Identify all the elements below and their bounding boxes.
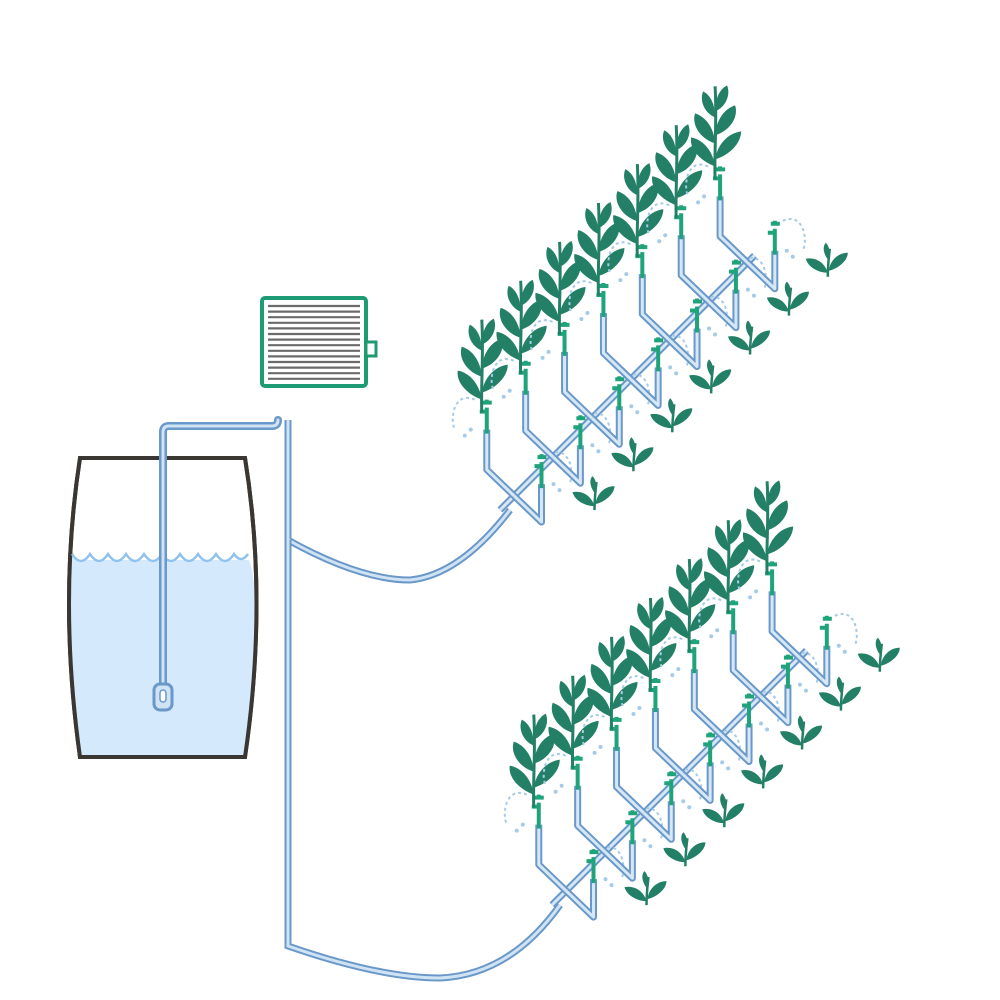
water-drop-icon (756, 690, 781, 732)
water-drop-icon (704, 295, 729, 337)
water-drop-icon (549, 451, 573, 493)
dripper-stake-icon (557, 321, 570, 356)
dripper-stake-icon (648, 677, 661, 712)
water-drop-icon (685, 163, 709, 205)
leaf-plant-icon (741, 478, 795, 576)
water-drop-icon (503, 791, 528, 833)
branch-pipe-left (535, 824, 569, 894)
dripper-stake-icon (728, 259, 741, 294)
dripper-stake-icon (531, 794, 544, 829)
upper-drip-manifold (451, 83, 850, 526)
dripper-stake-icon (819, 615, 832, 650)
water-drop-icon (568, 280, 592, 321)
water-drop-icon (834, 613, 858, 654)
water-drop-icon (665, 334, 690, 376)
dripper-stake-icon (518, 360, 531, 395)
branch-pipe-left (638, 274, 673, 343)
dripper-stake-icon (767, 220, 780, 255)
water-drop-icon (451, 396, 476, 438)
water-drop-icon (737, 558, 761, 600)
water-drop-icon (678, 768, 703, 810)
branch-pipe-right (758, 684, 792, 727)
dripper-stake-icon (690, 298, 703, 333)
branch-pipe-left (651, 707, 686, 777)
water-drop-icon (698, 597, 722, 639)
branch-pipe-left (729, 630, 763, 699)
branch-pipe-right (628, 367, 662, 409)
dripper-stake-icon (651, 337, 664, 372)
dripper-stake-icon (586, 849, 599, 884)
water-drop-icon (646, 202, 670, 244)
branch-pipe-left (599, 312, 634, 382)
water-drop-icon (717, 729, 742, 771)
water-drop-icon (607, 241, 631, 283)
dripper-stake-icon (726, 600, 739, 635)
branch-pipe-left (574, 785, 608, 855)
drip-networks (451, 83, 902, 921)
dripper-stake-icon (570, 755, 583, 790)
dripper-stake-icon (742, 693, 755, 728)
branch-pipe-left (522, 390, 556, 460)
dripper-stake-icon (609, 716, 622, 751)
branch-pipe-right (602, 840, 636, 882)
water-drop-icon (782, 218, 806, 259)
branch-pipe-right (589, 406, 623, 448)
dripper-stake-icon (674, 205, 687, 240)
dripper-stake-icon (664, 771, 677, 806)
branch-pipe-right (680, 762, 714, 804)
dripper-stake-icon (703, 732, 716, 767)
dripper-stake-icon (625, 810, 638, 845)
branch-pipe-right (745, 250, 779, 293)
water-drop-icon (743, 256, 767, 298)
branch-pipe-left (768, 591, 802, 661)
dripper-stake-icon (534, 454, 547, 489)
water-drop-icon (626, 373, 651, 415)
main-supply-lines (284, 420, 563, 982)
lower-drip-manifold (503, 478, 902, 921)
branch-pipe-left (716, 196, 750, 266)
dripper-stake-icon (687, 639, 700, 674)
drip-controller (260, 296, 378, 388)
water-drop-icon (587, 412, 612, 454)
dripper-stake-icon (479, 399, 492, 434)
branch-pipe-right (719, 723, 753, 766)
water-drop-icon (620, 675, 644, 716)
branch-pipe-left (613, 746, 647, 816)
water-drop-icon (659, 636, 683, 678)
dripper-stake-icon (573, 415, 586, 450)
branch-pipe-right (550, 445, 584, 487)
water-drop-icon (490, 358, 515, 399)
water-drop-icon (601, 846, 625, 888)
branch-pipe-right (797, 645, 831, 688)
branch-pipe-right (641, 801, 675, 843)
dripper-stake-icon (635, 244, 648, 279)
dripper-stake-icon (780, 654, 793, 689)
branch-pipe-right (667, 328, 701, 371)
water-drop-icon (795, 651, 819, 693)
branch-pipe-right (511, 484, 545, 526)
water-drop-icon (529, 319, 553, 360)
branch-pipe-right (563, 879, 597, 921)
submersible-pump (152, 416, 282, 712)
leaf-plant-icon (856, 636, 902, 674)
branch-pipe-left (483, 429, 517, 499)
leaf-plant-icon (804, 241, 850, 279)
dripper-stake-icon (713, 166, 726, 201)
dripper-stake-icon (612, 376, 625, 411)
branch-pipe-left (561, 351, 595, 421)
water-drop-icon (639, 807, 664, 849)
water-drop-icon (542, 753, 567, 794)
leaf-plant-icon (689, 83, 743, 181)
water-drop-icon (581, 714, 605, 755)
dripper-stake-icon (596, 282, 609, 317)
branch-pipe-right (706, 289, 740, 332)
branch-pipe-left (690, 669, 725, 738)
branch-pipe-left (677, 235, 711, 304)
dripper-stake-icon (765, 561, 778, 596)
